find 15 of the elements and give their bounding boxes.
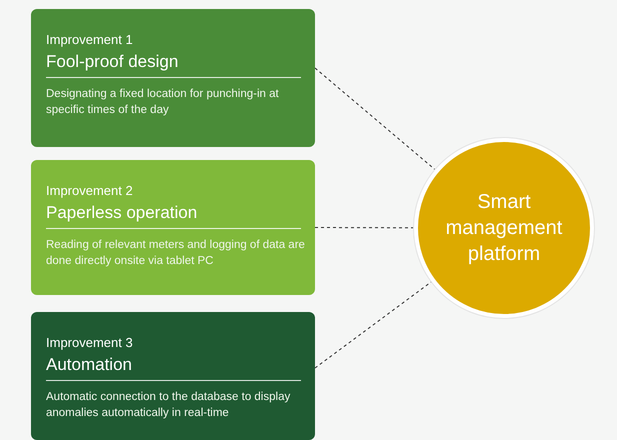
improvement-description: Designating a fixed location for punching-in at specific times of the day: [46, 87, 280, 118]
improvement-number: Improvement 2: [46, 183, 133, 198]
improvement-description: Automatic connection to the database to display anomalies automatically in real-time: [46, 390, 292, 421]
improvement-title: Paperless operation: [46, 203, 301, 229]
improvement-description: Reading of relevant meters and logging of data are done directly onsite via tablet PC: [46, 238, 306, 269]
improvement-title: Automation: [46, 355, 301, 381]
improvement-card: [31, 9, 315, 147]
platform-label: Smart management platform: [444, 190, 564, 267]
dashed-connector: [314, 68, 436, 170]
improvement-number: Improvement 1: [46, 32, 133, 47]
improvement-card: [31, 160, 315, 295]
improvement-card: [31, 312, 315, 440]
dashed-connector: [314, 227, 414, 228]
improvement-number: Improvement 3: [46, 335, 133, 350]
improvement-title: Fool-proof design: [46, 52, 301, 78]
